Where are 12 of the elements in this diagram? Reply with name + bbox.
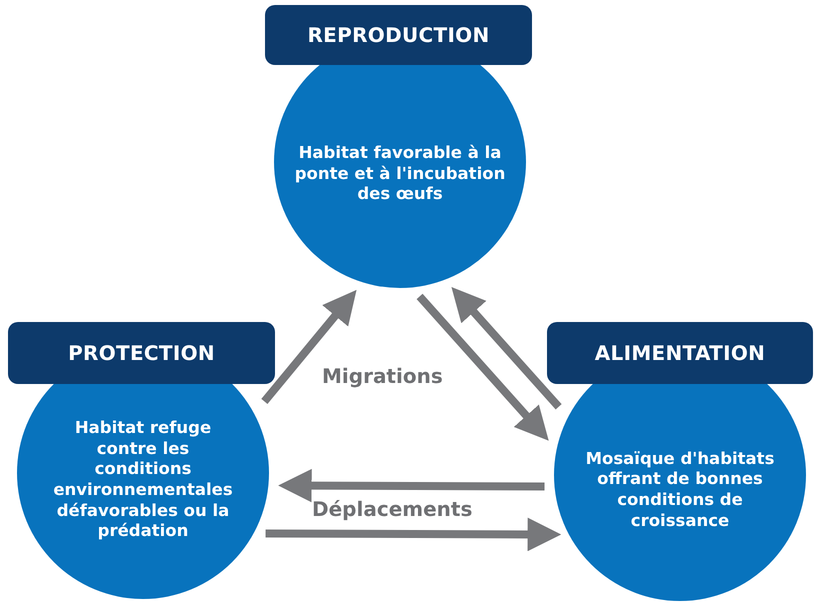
- description-text: Habitat favorable à la ponte et à l'incubation des œufs: [294, 143, 506, 205]
- arrow: [451, 287, 562, 410]
- arrow: [278, 468, 545, 502]
- arrow-label: Migrations: [322, 364, 443, 388]
- heading-tab: ALIMENTATION: [547, 322, 813, 384]
- arrow-label: Déplacements: [312, 497, 472, 521]
- arrow: [416, 294, 549, 441]
- description-text: Mosaïque d'habitats offrant de bonnes conditions de croissance: [584, 448, 776, 532]
- arrow: [261, 290, 357, 404]
- heading-tab: REPRODUCTION: [265, 5, 532, 65]
- description-text: Habitat refuge contre les conditions environnementales défavorables ou la prédation: [52, 418, 234, 542]
- heading-tab: PROTECTION: [8, 322, 275, 384]
